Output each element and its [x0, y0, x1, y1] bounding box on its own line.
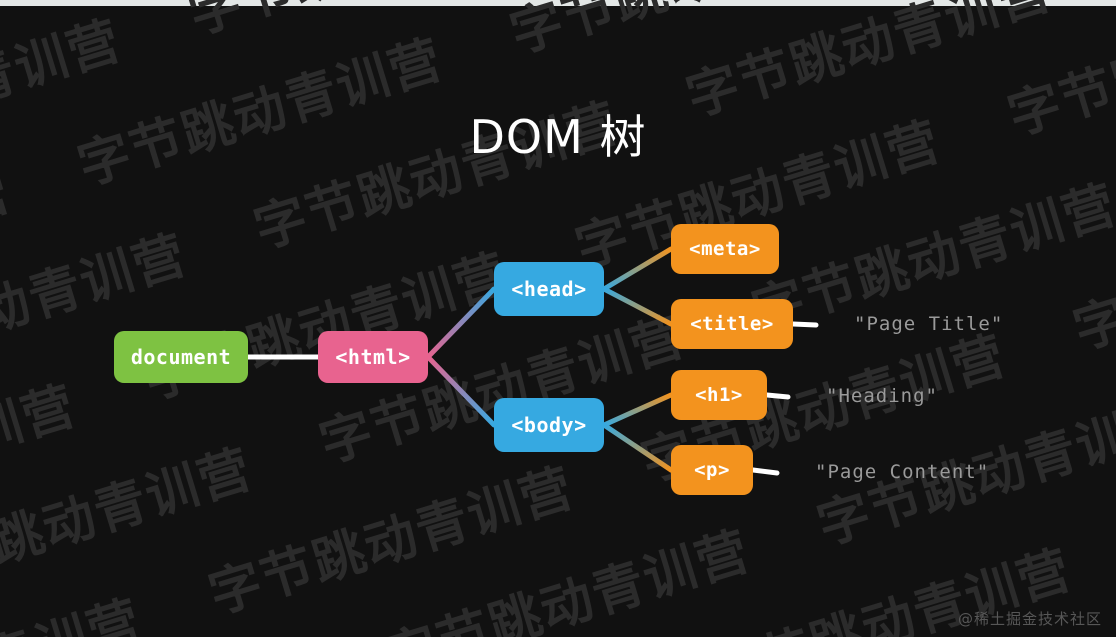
tree-node-label: <head> — [511, 277, 587, 301]
credit-attribution: @稀土掘金技术社区 — [957, 610, 1102, 628]
page-title: DOM 树 — [469, 109, 647, 164]
edge-h1-text — [764, 392, 791, 400]
tree-node-meta[interactable]: <meta> — [671, 224, 779, 274]
edge-html-head — [425, 286, 497, 360]
edge-title-text — [790, 321, 819, 328]
tree-node-h1[interactable]: <h1> — [671, 370, 767, 420]
tree-node-label: <meta> — [689, 238, 761, 260]
edge-p-text — [750, 467, 780, 476]
edge-body-p — [601, 422, 674, 473]
tree-node-label: <html> — [335, 345, 411, 369]
top-light-strip — [0, 0, 1116, 6]
edge-body-h1 — [601, 392, 674, 428]
tree-node-html[interactable]: <html> — [318, 331, 428, 383]
tree-node-label: <title> — [690, 313, 774, 335]
tree-node-label: <h1> — [695, 384, 743, 406]
tree-node-document[interactable]: document — [114, 331, 248, 383]
tree-node-body[interactable]: <body> — [494, 398, 604, 452]
edge-html-body — [425, 354, 497, 428]
tree-node-title[interactable]: <title> — [671, 299, 793, 349]
leaf-label-heading-text: "Heading" — [826, 385, 938, 407]
tree-node-label: document — [130, 345, 232, 369]
leaf-label-page-content-text: "Page Content" — [815, 461, 990, 483]
leaf-label-page-title-text: "Page Title" — [854, 313, 1004, 335]
tree-node-p[interactable]: <p> — [671, 445, 753, 495]
tree-node-label: <body> — [511, 413, 587, 437]
tree-node-head[interactable]: <head> — [494, 262, 604, 316]
tree-node-label: <p> — [694, 459, 730, 481]
edge-head-title — [601, 286, 674, 327]
edge-head-meta — [601, 246, 674, 292]
